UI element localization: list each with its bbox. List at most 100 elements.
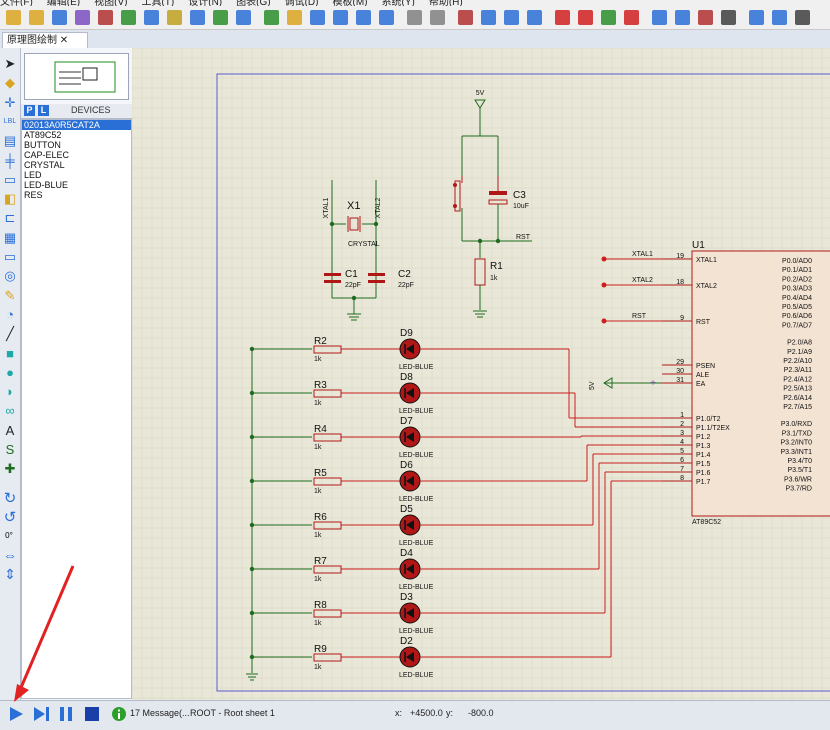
save-icon[interactable] [48, 7, 70, 29]
pause-icon[interactable] [58, 706, 74, 722]
decompose-icon[interactable] [694, 7, 716, 29]
rotate-ccw-icon[interactable]: ↺ [3, 509, 17, 526]
c1-ref: C1 [345, 269, 358, 280]
arc-icon[interactable]: ◗ [6, 384, 14, 400]
mcu-pin-number: 5 [680, 448, 684, 455]
menu-item-7[interactable]: 模板(M) [332, 0, 368, 6]
open-icon[interactable] [2, 7, 24, 29]
pick-icon[interactable] [620, 7, 642, 29]
design-explorer-icon[interactable] [768, 7, 790, 29]
text-icon[interactable]: A [5, 422, 15, 438]
menu-item-0[interactable]: 文件(F) [0, 0, 33, 6]
play-icon[interactable] [8, 706, 24, 722]
crosshair-icon[interactable] [283, 7, 305, 29]
component-mode-icon[interactable]: ◆ [5, 75, 15, 91]
pick-devices-button[interactable]: P [24, 105, 35, 116]
stop-icon[interactable] [84, 706, 100, 722]
redo-icon[interactable] [426, 7, 448, 29]
paste-icon[interactable] [500, 7, 522, 29]
graph-icon[interactable]: ▦ [3, 229, 17, 245]
junction-icon[interactable]: ✛ [4, 94, 16, 110]
messages-count[interactable]: 17 Message(... [130, 708, 190, 718]
led-ref: D8 [400, 372, 413, 383]
block-rotate-icon[interactable] [574, 7, 596, 29]
library-button[interactable]: L [38, 105, 49, 116]
device-list-item[interactable]: CAP-ELEC [24, 150, 70, 160]
zoom-in-icon[interactable] [329, 7, 351, 29]
select-icon[interactable]: ➤ [4, 56, 16, 71]
zoom-out-icon[interactable] [352, 7, 374, 29]
menu-item-2[interactable]: 视图(V) [94, 0, 128, 6]
menu-item-1[interactable]: 编辑(E) [46, 0, 81, 6]
package-icon[interactable] [671, 7, 693, 29]
text-script-icon[interactable]: ▤ [3, 133, 17, 149]
pin-icon[interactable]: ⊏ [4, 210, 16, 226]
block-move-icon[interactable] [551, 7, 573, 29]
block-delete-icon[interactable] [597, 7, 619, 29]
chip-icon[interactable] [94, 7, 116, 29]
step-icon[interactable] [32, 706, 50, 722]
bom-icon[interactable] [791, 7, 813, 29]
netlist-icon[interactable] [745, 7, 767, 29]
net-terminal [601, 256, 607, 262]
block-copy-icon[interactable] [523, 7, 545, 29]
help-icon[interactable] [209, 7, 231, 29]
marker-icon[interactable]: ✚ [4, 461, 16, 477]
path-icon[interactable]: ∞ [5, 403, 15, 419]
rotate-cw-icon[interactable]: ↻ [3, 490, 17, 507]
main-toolbar [0, 6, 830, 30]
label-icon[interactable]: LBL [3, 117, 17, 125]
tools-icon[interactable] [717, 7, 739, 29]
probe-icon[interactable]: ✎ [4, 287, 16, 303]
generator-icon[interactable]: ◎ [4, 268, 16, 284]
menu-item-5[interactable]: 图表(G) [236, 0, 271, 6]
subcircuit-icon[interactable]: ▭ [3, 171, 17, 187]
instrument-icon[interactable]: ◔ [6, 306, 14, 322]
component-icon[interactable] [117, 7, 139, 29]
net-terminal [601, 282, 607, 288]
pan-icon[interactable] [186, 7, 208, 29]
mirror-x-icon[interactable]: ⇔ [3, 547, 17, 563]
c3-plate [489, 191, 507, 195]
device-list-item[interactable]: CRYSTAL [24, 160, 65, 170]
device-list-item[interactable]: BUTTON [24, 140, 61, 150]
make-device-icon[interactable] [648, 7, 670, 29]
power-arrow [474, 99, 486, 109]
menu-item-8[interactable]: 系统(Y) [381, 0, 415, 6]
refresh-icon[interactable] [232, 7, 254, 29]
symbol-icon[interactable]: S [5, 442, 15, 457]
move-icon[interactable] [306, 7, 328, 29]
menu-item-4[interactable]: 设计(N) [188, 0, 223, 6]
zoom-fit-icon[interactable] [375, 7, 397, 29]
folder-icon[interactable] [25, 7, 47, 29]
refresh-icon[interactable] [260, 7, 282, 29]
menu-item-3[interactable]: 工具(T) [141, 0, 175, 6]
mirror-y-icon[interactable]: ⇕ [4, 566, 16, 582]
zoom-icon[interactable] [140, 7, 162, 29]
line-icon[interactable]: ╱ [6, 326, 14, 342]
device-list-item[interactable]: AT89C52 [24, 130, 62, 140]
bus-icon[interactable]: ╪ [5, 152, 15, 168]
undo-icon[interactable] [403, 7, 425, 29]
device-list-item[interactable]: LED [24, 170, 42, 180]
cut-icon[interactable] [454, 7, 476, 29]
menu-item-6[interactable]: 调试(D) [284, 0, 319, 6]
circle-icon[interactable]: ● [6, 364, 14, 380]
device-list-item[interactable]: LED-BLUE [24, 180, 69, 190]
device-list-item[interactable]: 02013A0R5CAT2A [22, 120, 131, 130]
device-list-item[interactable]: RES [24, 190, 43, 200]
copy-icon[interactable] [477, 7, 499, 29]
terminal-icon[interactable]: ◧ [3, 191, 17, 207]
menu-item-9[interactable]: 帮助(H) [428, 0, 463, 6]
tape-icon[interactable]: ▭ [3, 249, 17, 264]
tab-schematic[interactable]: 原理图绘制 ✕ [2, 32, 88, 48]
mcu-pin-name: P0.4/AD4 [782, 295, 812, 302]
reset-button [454, 180, 461, 212]
print-icon[interactable] [71, 7, 93, 29]
rotation-angle[interactable]: 0° [5, 531, 13, 540]
grid-icon[interactable] [163, 7, 185, 29]
overview-preview[interactable] [24, 53, 129, 100]
box-icon[interactable]: ■ [6, 345, 14, 361]
